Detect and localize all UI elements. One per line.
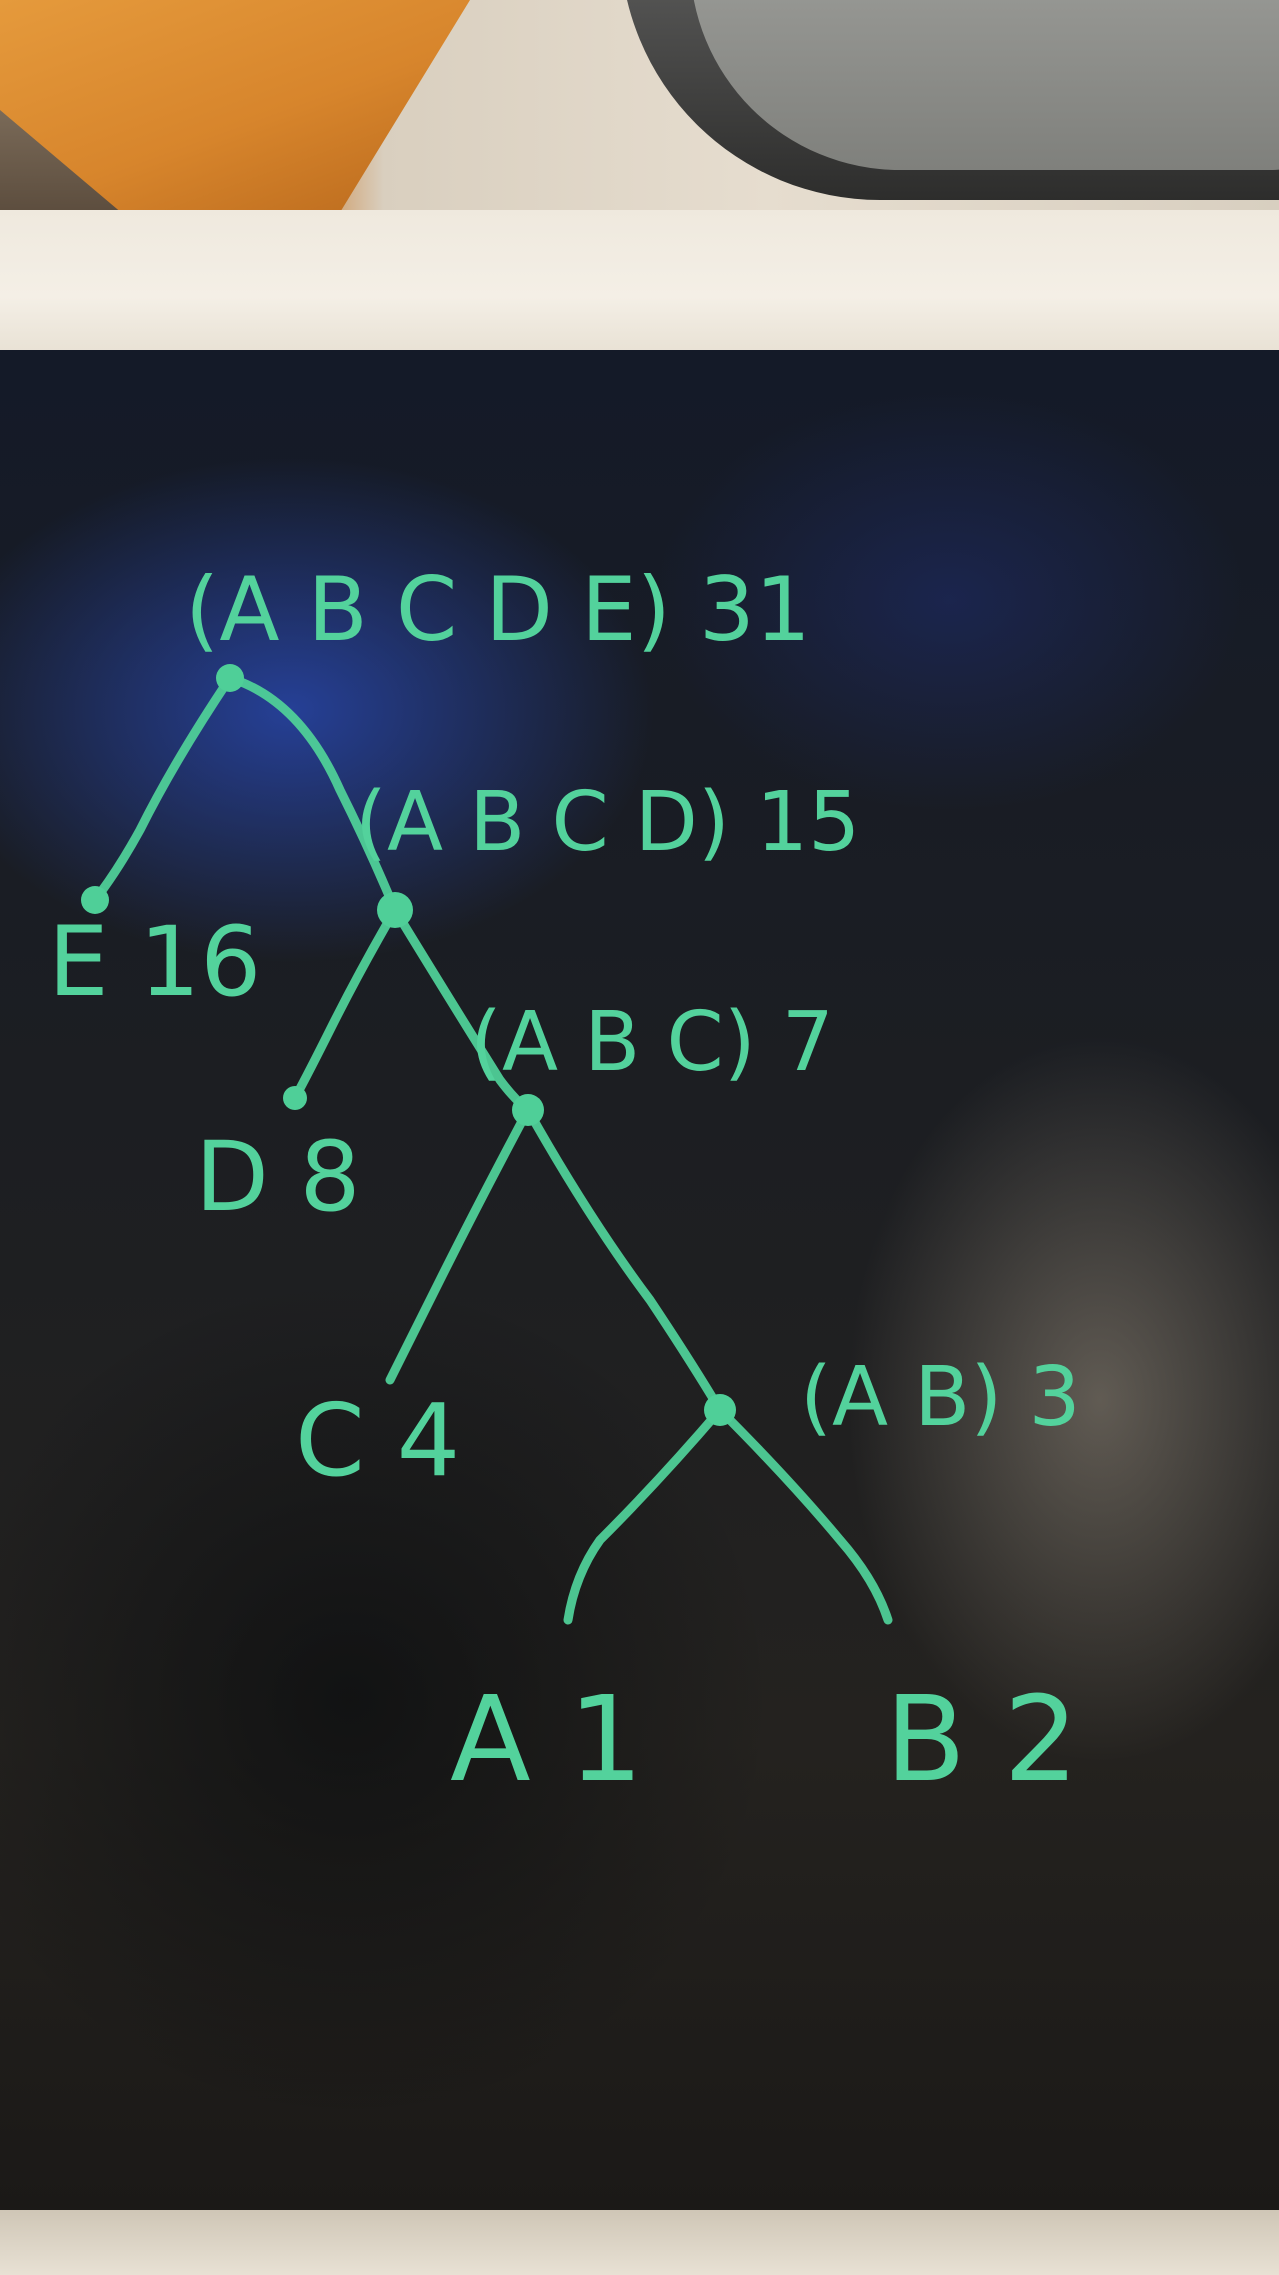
label-abcd: (A B C D) 15 bbox=[355, 775, 860, 870]
edge-abc-to-c bbox=[385, 1105, 533, 1385]
label-abc: (A B C) 7 bbox=[470, 995, 834, 1090]
label-c: C 4 bbox=[295, 1382, 460, 1499]
node-abcd bbox=[377, 892, 413, 928]
edge-ab-to-a bbox=[563, 1405, 725, 1625]
label-d: D 8 bbox=[195, 1121, 361, 1233]
node-d bbox=[283, 1086, 307, 1110]
board-bottom-frame bbox=[0, 2210, 1279, 2275]
label-ab: (A B) 3 bbox=[800, 1350, 1081, 1445]
node-root bbox=[216, 664, 244, 692]
edge-abc-to-ab bbox=[523, 1105, 725, 1415]
label-a: A 1 bbox=[450, 1670, 643, 1808]
edge-ab-to-b bbox=[715, 1405, 893, 1625]
edge-abcd-to-d bbox=[290, 905, 400, 1103]
node-e bbox=[81, 886, 109, 914]
node-ab bbox=[704, 1394, 736, 1426]
label-root: (A B C D E) 31 bbox=[185, 558, 811, 661]
edge-root-to-e bbox=[90, 673, 235, 905]
edge-root-to-abcd bbox=[225, 673, 400, 915]
node-abc bbox=[512, 1094, 544, 1126]
board-top-frame bbox=[0, 210, 1279, 355]
label-e: E 16 bbox=[48, 906, 261, 1018]
label-b: B 2 bbox=[885, 1670, 1079, 1808]
